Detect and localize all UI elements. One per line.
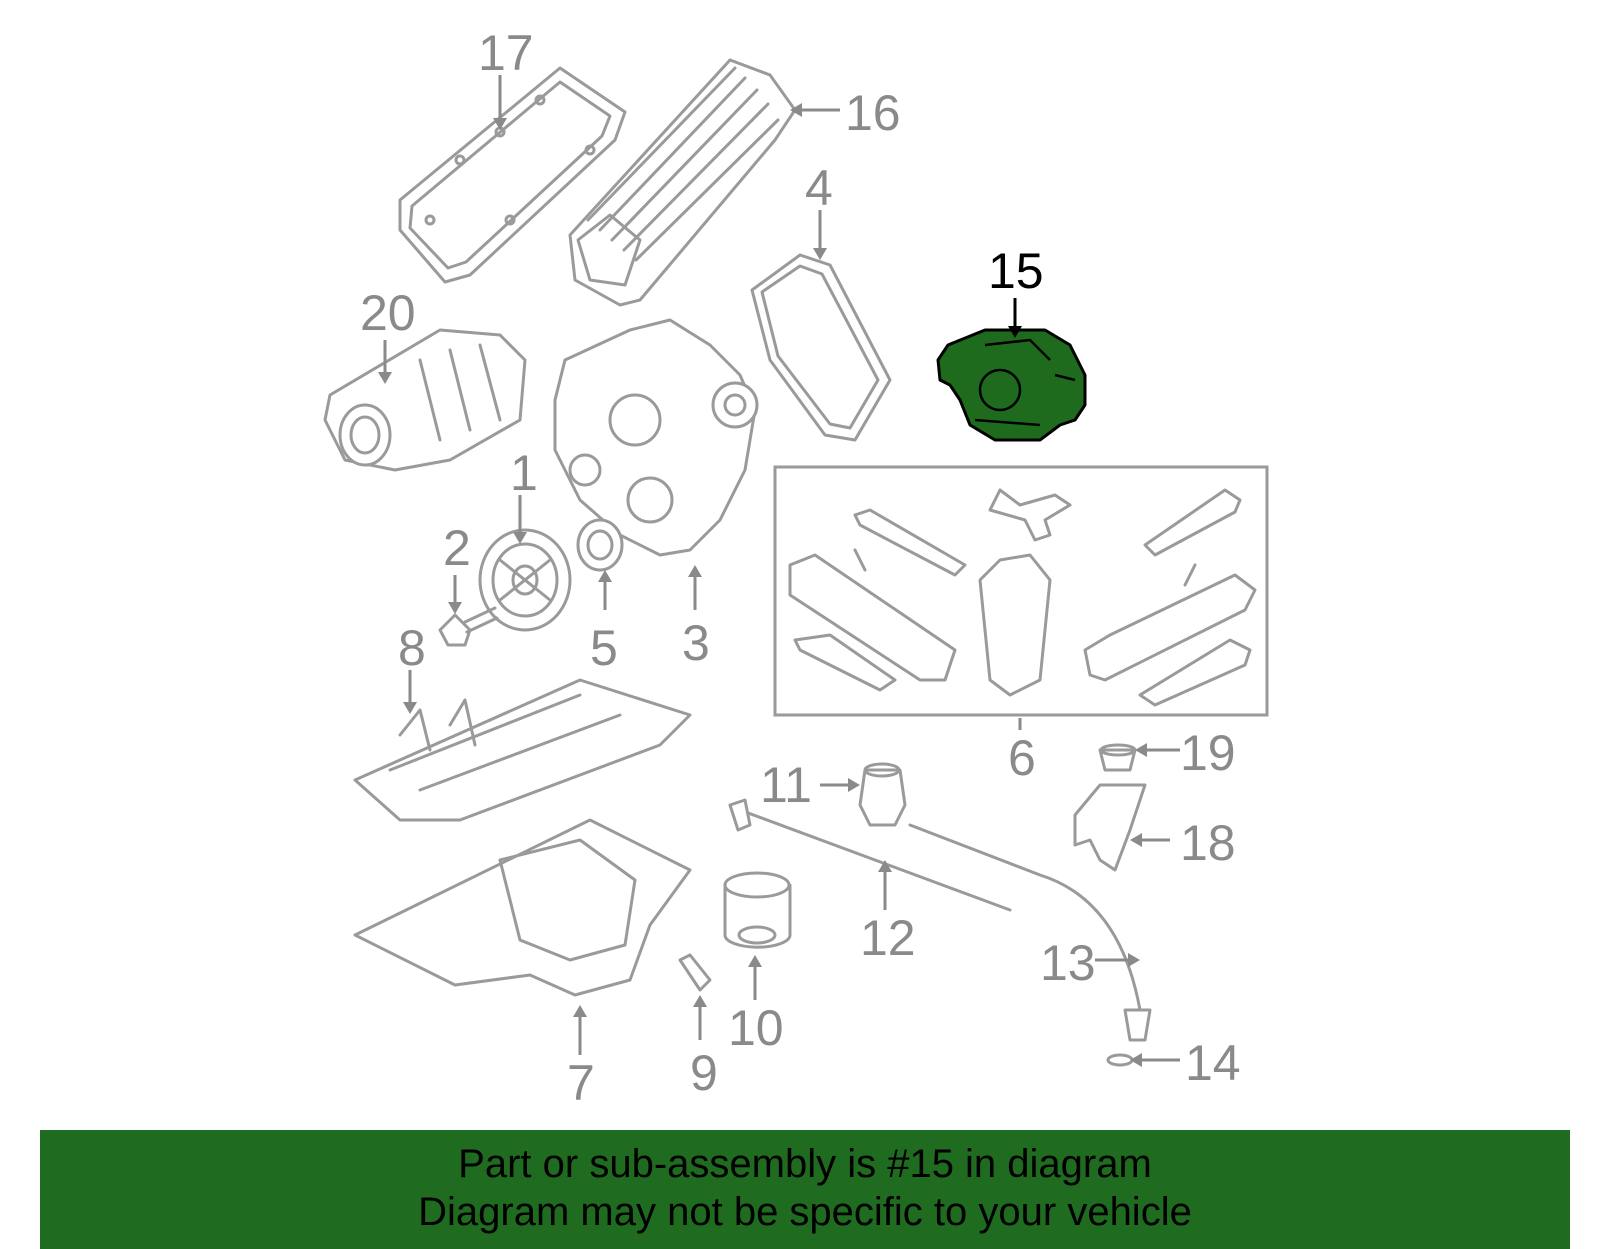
callout-6: 6 [1008, 730, 1036, 786]
callout-13: 13 [1040, 935, 1096, 991]
callout-20: 20 [360, 285, 416, 341]
callout-11: 11 [760, 757, 812, 813]
part-17-gasket[interactable] [398, 66, 627, 284]
part-18-bracket[interactable] [1073, 783, 1147, 872]
callout-8: 8 [398, 620, 426, 676]
part-1-pulley[interactable] [478, 528, 572, 632]
callout-2: 2 [443, 520, 471, 576]
part-11-fitting[interactable] [858, 762, 907, 827]
callout-18: 18 [1180, 815, 1236, 871]
callout-7: 7 [567, 1055, 595, 1111]
callout-4: 4 [805, 160, 833, 216]
part-14-o-ring[interactable] [1106, 1053, 1134, 1067]
part-10-oil-filter[interactable] [723, 871, 792, 949]
part-16-valve-cover[interactable] [568, 58, 797, 307]
part-13-dipstick-tube[interactable] [908, 823, 1152, 1042]
callout-15: 15 [988, 243, 1044, 299]
part-12-dipstick[interactable] [728, 798, 1012, 912]
callout-19: 19 [1180, 725, 1236, 781]
callout-9: 9 [690, 1045, 718, 1101]
callout-16: 16 [845, 85, 901, 141]
callout-3: 3 [682, 615, 710, 671]
part-6-timing-kit[interactable] [773, 465, 1269, 717]
leader-arrows [378, 75, 1180, 1067]
callout-12: 12 [860, 910, 916, 966]
callout-14: 14 [1185, 1035, 1241, 1091]
parts-diagram: 17 16 4 15 20 1 2 5 3 8 6 19 11 18 12 13… [323, 25, 1269, 1111]
part-2-bolt[interactable] [438, 606, 499, 647]
banner-line-2: Diagram may not be specific to your vehi… [418, 1190, 1192, 1234]
part-9-drain-plug[interactable] [678, 953, 712, 992]
callout-1: 1 [510, 445, 538, 501]
part-15-highlighted[interactable] [936, 328, 1087, 442]
part-7-oil-pan-lower[interactable] [353, 818, 692, 997]
callout-17: 17 [478, 25, 534, 81]
info-banner: Part or sub-assembly is #15 in diagram D… [40, 1130, 1570, 1249]
part-19-cap[interactable] [1098, 743, 1137, 772]
part-5-seal[interactable] [576, 518, 624, 572]
part-20-intake-manifold[interactable] [323, 328, 527, 472]
part-4-gasket[interactable] [750, 253, 892, 442]
callout-10: 10 [728, 1000, 784, 1056]
part-8-oil-pan-upper[interactable] [353, 678, 692, 822]
banner-line-1: Part or sub-assembly is #15 in diagram [458, 1142, 1152, 1186]
part-3-timing-cover[interactable] [553, 318, 759, 557]
callout-5: 5 [590, 620, 618, 676]
